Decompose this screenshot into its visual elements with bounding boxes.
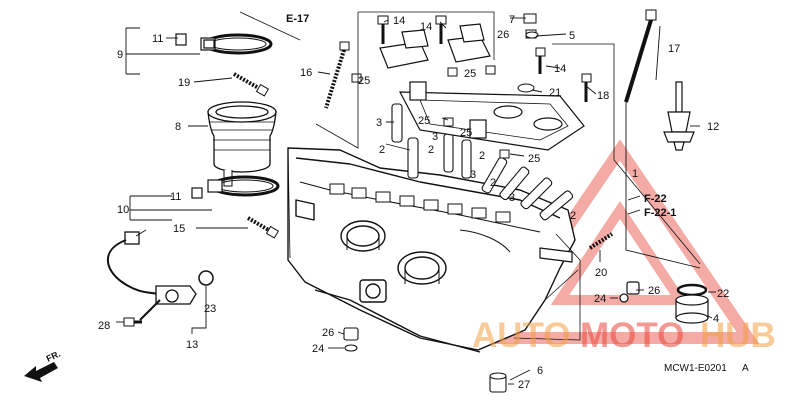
diagram-code-suffix: A [742, 363, 749, 374]
callout-24b: 24 [594, 293, 606, 305]
callout-2e: 2 [570, 210, 576, 222]
callout-21: 21 [549, 87, 561, 99]
callout-2a: 2 [379, 144, 385, 156]
callout-14c: 14 [554, 63, 566, 75]
callout-labels: 1 2 2 2 2 2 3 3 3 3 4 5 6 7 8 9 10 11 11… [98, 14, 729, 391]
callout-22: 22 [717, 288, 729, 300]
callout-25a: 25 [358, 75, 370, 87]
callout-10: 10 [117, 204, 129, 216]
part-small-bolts [324, 9, 657, 159]
callout-5: 5 [569, 30, 575, 42]
part-spark-plug [663, 81, 695, 151]
part-insulator-8 [207, 101, 277, 187]
callout-3d: 3 [509, 192, 515, 204]
callout-11a: 11 [152, 33, 163, 45]
callout-26a: 26 [497, 29, 509, 41]
callout-3a: 3 [376, 117, 382, 129]
callout-27: 27 [518, 379, 530, 391]
watermark-logo: AUTO MOTO HUB [472, 316, 776, 355]
ref-e17: E-17 [286, 13, 309, 25]
callout-26c: 26 [648, 285, 660, 297]
callout-25c: 25 [418, 115, 430, 127]
watermark-auto: AUTO [472, 316, 571, 355]
direction-label: FR. [45, 349, 62, 364]
diagram-code: MCW1-E0201 [664, 363, 727, 374]
callout-14a: 14 [393, 15, 405, 27]
callout-14b: 14 [420, 21, 432, 33]
callout-26b: 26 [322, 327, 334, 339]
callout-6: 6 [537, 365, 543, 377]
callout-9: 9 [117, 49, 123, 61]
part-bolt-28 [123, 317, 142, 327]
callout-8: 8 [175, 121, 181, 133]
callout-23: 23 [204, 303, 216, 315]
callout-28: 28 [98, 320, 110, 332]
callout-18: 18 [597, 90, 609, 102]
callout-15: 15 [173, 223, 185, 235]
part-bottom-dowels [343, 327, 507, 393]
callout-12: 12 [707, 121, 719, 133]
callout-2c: 2 [479, 150, 485, 162]
ref-f22: F-22 [644, 193, 667, 205]
callout-2b: 2 [428, 144, 434, 156]
part-bolt-15 [246, 216, 280, 239]
callout-25d: 25 [460, 127, 472, 139]
callout-25e: 25 [528, 153, 540, 165]
callout-24a: 24 [312, 343, 324, 355]
callout-1: 1 [632, 168, 638, 180]
watermark-moto: MOTO [580, 316, 684, 355]
watermark-hub: HUB [700, 316, 776, 355]
ref-f221: F-22-1 [644, 207, 676, 219]
direction-arrow [24, 362, 58, 382]
callout-7: 7 [509, 14, 515, 26]
part-valve-guides [391, 103, 574, 221]
part-clamp-upper [175, 33, 273, 55]
callout-2d: 2 [490, 177, 496, 189]
callout-11b: 11 [170, 191, 181, 203]
callout-3b: 3 [432, 131, 438, 143]
part-clamp-lower [191, 175, 280, 199]
callout-19: 19 [178, 77, 190, 89]
reference-lines [239, 11, 701, 341]
callout-4: 4 [713, 313, 719, 325]
reference-labels: E-17 F-22 F-22-1 FR. MCW1-E0201 A [45, 13, 749, 374]
part-camshaft-area [329, 183, 511, 223]
leader-lines [116, 17, 716, 385]
callout-16: 16 [300, 67, 312, 79]
callout-20: 20 [595, 267, 607, 279]
part-bolt-19 [233, 72, 270, 97]
part-right-fittings [588, 232, 709, 324]
callout-25b: 25 [464, 68, 476, 80]
callout-13: 13 [186, 339, 198, 351]
part-sensor-13 [107, 231, 214, 321]
callout-3c: 3 [470, 169, 476, 181]
part-cam-holders [379, 23, 585, 151]
callout-17: 17 [668, 43, 680, 55]
